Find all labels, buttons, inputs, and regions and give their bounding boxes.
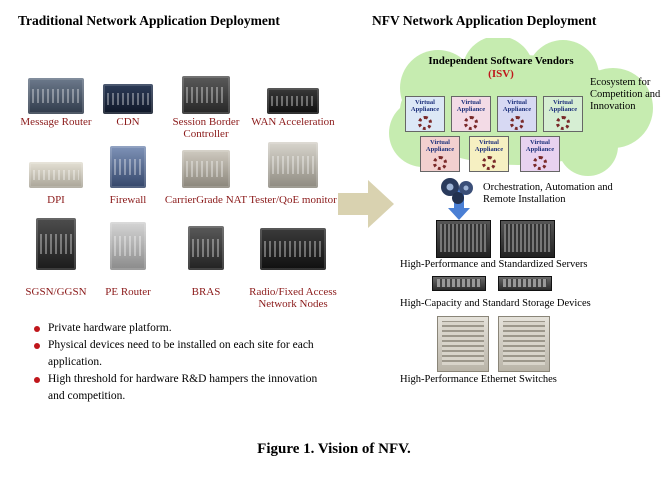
device-label: SGSN/GGSN xyxy=(25,286,87,298)
figure-caption: Figure 1. Vision of NFV. xyxy=(257,441,411,457)
virtual-appliance-icon: Virtual Appliance xyxy=(543,96,583,132)
ecosystem-label: Ecosystem for Competition and Innovation xyxy=(590,77,661,112)
server-icon xyxy=(436,220,491,258)
firewall-icon xyxy=(110,146,146,188)
virtual-appliance-label: Virtual Appliance xyxy=(502,99,532,113)
device-label: PE Router xyxy=(105,286,151,298)
isv-title: Independent Software Vendors (ISV) xyxy=(428,55,574,80)
sgsn-ggsn-icon xyxy=(36,218,76,270)
bullet-item: High threshold for hardware R&D hampers … xyxy=(34,371,324,405)
virtual-appliance-icon: Virtual Appliance xyxy=(497,96,537,132)
virtual-appliance-icon: Virtual Appliance xyxy=(469,136,509,172)
bullet-dot-icon xyxy=(34,343,40,349)
orchestration-gears-icon xyxy=(441,178,473,220)
message-router-icon xyxy=(28,78,84,114)
ethernet-switch-icon xyxy=(498,316,550,372)
bullet-item: Private hardware platform. xyxy=(34,320,324,337)
virtual-appliance-label: Virtual Appliance xyxy=(525,139,555,153)
device-label: Firewall xyxy=(109,194,147,206)
server-icon xyxy=(500,220,555,258)
virtual-appliance-icon: Virtual Appliance xyxy=(405,96,445,132)
storage-label: High-Capacity and Standard Storage Devic… xyxy=(400,298,591,309)
limitations-list: Private hardware platform. Physical devi… xyxy=(34,320,324,405)
virtual-appliance-icon: Virtual Appliance xyxy=(451,96,491,132)
virtual-appliance-label: Virtual Appliance xyxy=(456,99,486,113)
bullet-item: Physical devices need to be installed on… xyxy=(34,337,324,371)
device-label: Session Border Controller xyxy=(172,116,240,140)
device-label: WAN Acceleration xyxy=(251,116,335,128)
pe-router-icon xyxy=(110,222,146,270)
servers-label: High-Performance and Standardized Server… xyxy=(400,259,588,270)
device-label: DPI xyxy=(47,194,65,206)
transition-arrow-icon xyxy=(338,180,394,228)
session-border-controller-icon xyxy=(182,76,230,114)
virtual-appliance-label: Virtual Appliance xyxy=(548,99,578,113)
ethernet-switch-icon xyxy=(437,316,489,372)
switches-label: High-Performance Ethernet Switches xyxy=(400,374,557,385)
device-label: CDN xyxy=(116,116,140,128)
radio-access-node-icon xyxy=(260,228,326,270)
virtual-appliance-label: Virtual Appliance xyxy=(474,139,504,153)
carrier-grade-nat-icon xyxy=(182,150,230,188)
device-label: Radio/Fixed Access Network Nodes xyxy=(249,286,337,310)
bullet-dot-icon xyxy=(34,326,40,332)
virtual-appliance-icon: Virtual Appliance xyxy=(420,136,460,172)
bullet-dot-icon xyxy=(34,377,40,383)
virtual-appliance-label: Virtual Appliance xyxy=(410,99,440,113)
device-label: BRAS xyxy=(191,286,221,298)
storage-device-icon xyxy=(498,276,552,291)
virtual-appliance-label: Virtual Appliance xyxy=(425,139,455,153)
device-label: Message Router xyxy=(20,116,92,128)
storage-device-icon xyxy=(432,276,486,291)
left-title: Traditional Network Application Deployme… xyxy=(18,13,280,28)
wan-acceleration-icon xyxy=(267,88,319,114)
device-label: Tester/QoE monitor xyxy=(249,194,337,206)
bras-icon xyxy=(188,226,224,270)
dpi-icon xyxy=(29,162,83,188)
cdn-icon xyxy=(103,84,153,114)
orchestration-label: Orchestration, Automation and Remote Ins… xyxy=(483,182,613,205)
tester-qoe-monitor-icon xyxy=(268,142,318,188)
device-label: CarrierGrade NAT xyxy=(164,194,248,206)
right-title: NFV Network Application Deployment xyxy=(372,13,597,28)
virtual-appliance-icon: Virtual Appliance xyxy=(520,136,560,172)
